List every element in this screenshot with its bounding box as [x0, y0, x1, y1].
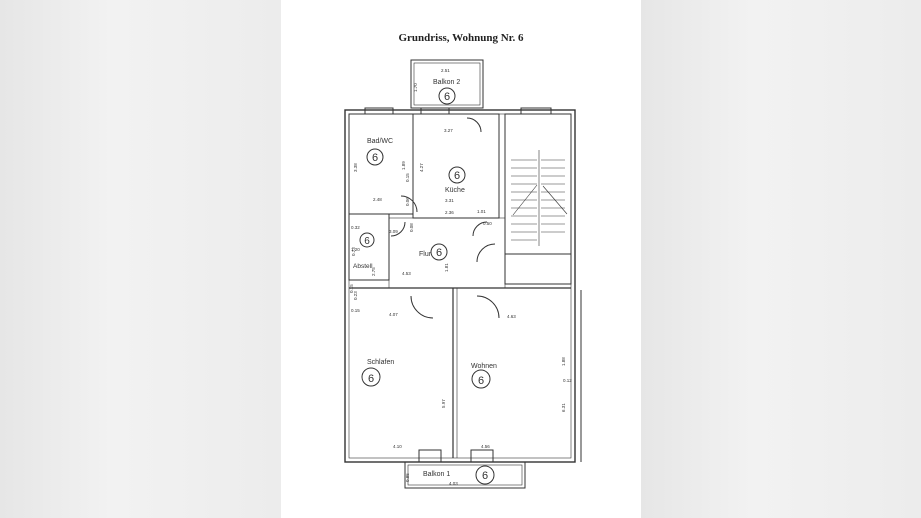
dimension-label: 0.08: [409, 223, 414, 232]
door-balkon-1-left: [418, 449, 442, 463]
dimension-label: 4.53: [402, 271, 411, 276]
dimension-label: 1.70: [413, 83, 418, 92]
room-label-abstell: Abstell: [353, 263, 373, 270]
dimension-label: 2.48: [373, 197, 382, 202]
stairs: [511, 150, 568, 246]
dimension-label: 2.36: [445, 210, 454, 215]
room-label-wohnen: Wohnen: [471, 363, 497, 370]
dimension-label: 4.27: [419, 163, 424, 172]
dimension-label: 0.50: [483, 221, 492, 226]
badge-circle-balkon-1: [475, 465, 495, 485]
dimension-label: 4.03: [449, 481, 458, 486]
dimension-label: 0.06: [405, 197, 410, 206]
dimension-label: 0.15: [351, 308, 360, 313]
dimension-label: 0.23: [353, 291, 358, 300]
badge-circle-abstell: [359, 232, 375, 248]
wall-stair-landing: [504, 253, 572, 285]
floor-plan-sheet: Grundriss, Wohnung Nr. 6: [281, 0, 641, 518]
dimension-label: 2.51: [441, 68, 450, 73]
dimension-label: 1.20: [351, 247, 360, 252]
page-title: Grundriss, Wohnung Nr. 6: [398, 32, 524, 44]
badge-circle-balkon-2: [438, 87, 456, 105]
dimension-label: 0.32: [351, 225, 360, 230]
badge-circle-kueche: [448, 166, 466, 184]
room-badge-bad: 6: [372, 152, 378, 164]
dimension-label: 4.63: [507, 314, 516, 319]
room-badge-flur: 6: [436, 247, 442, 259]
room-label-schlafen: Schlafen: [367, 359, 394, 366]
outer-wall: [344, 109, 576, 463]
outer-wall-inner: [348, 113, 572, 459]
door-wohnen: [476, 295, 500, 319]
dimension-label: 3.09: [389, 229, 398, 234]
room-label-flur: Flur: [419, 251, 432, 258]
window-stair: [520, 107, 552, 115]
dimension-label: 0.15: [405, 173, 410, 182]
dimension-label: 3.38: [353, 163, 358, 172]
wall-balcony-1: [404, 461, 526, 489]
dimension-label: 1.81: [444, 263, 449, 272]
window-bad: [364, 107, 394, 115]
dimension-label: 2.75: [371, 267, 376, 276]
dimension-label: 0.85: [405, 473, 410, 482]
dimension-label: 0.12: [563, 378, 572, 383]
room-badge-schlafen: 6: [368, 373, 374, 385]
dimension-label: 1.88: [561, 357, 566, 366]
door-bad: [390, 221, 406, 237]
window-kueche: [420, 107, 450, 115]
badge-circle-bad: [366, 148, 384, 166]
wall-kueche: [412, 113, 500, 219]
door-balkon-1-right: [470, 449, 494, 463]
dimension-label: 0.15: [349, 284, 354, 293]
room-badge-wohnen: 6: [478, 375, 484, 387]
room-badge-kueche: 6: [454, 170, 460, 182]
dimension-label: 4.07: [389, 312, 398, 317]
door-schlafen: [410, 295, 434, 319]
room-badge-balkon-2: 6: [444, 91, 450, 103]
wall-balcony-1-inner: [407, 464, 523, 486]
badge-circle-wohnen: [471, 369, 491, 389]
dimension-label: 6.31: [561, 403, 566, 412]
dimension-label: 1.01: [477, 209, 486, 214]
dimension-label: 5.97: [441, 399, 446, 408]
blurred-backdrop-right: [640, 0, 921, 518]
door-balkon-2: [466, 117, 482, 133]
dimension-label: 3.27: [444, 128, 453, 133]
room-label-kueche: Küche: [445, 187, 465, 194]
room-badge-abstell: 6: [364, 236, 370, 247]
blurred-backdrop-left: [0, 0, 281, 518]
door-flur: [476, 243, 496, 263]
wall-balcony-2-inner: [413, 62, 481, 106]
room-label-balkon-1: Balkon 1: [423, 471, 450, 478]
room-label-balkon-2: Balkon 2: [433, 79, 460, 86]
badge-circle-flur: [430, 243, 448, 261]
dimension-label: 4.56: [481, 444, 490, 449]
dimension-label: 4.10: [393, 444, 402, 449]
room-badge-balkon-1: 6: [482, 470, 488, 482]
dimension-label: 3.31: [445, 198, 454, 203]
door-kueche: [400, 195, 418, 213]
badge-circle-schlafen: [361, 367, 381, 387]
floor-plan-drawing: Balkon 2 Bad/WC Küche Abstell Flur Schla…: [344, 59, 582, 489]
door-stair: [472, 221, 488, 237]
room-label-bad: Bad/WC: [367, 138, 393, 145]
dimension-label: 0.73: [351, 247, 356, 256]
dimension-label: 1.89: [401, 161, 406, 170]
